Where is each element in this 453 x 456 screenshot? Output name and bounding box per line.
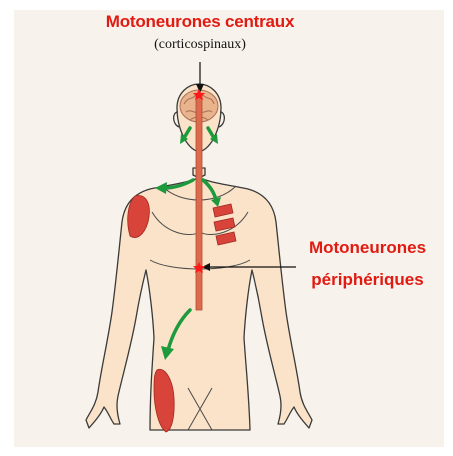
peripheral-motoneurons-label-line1: Motoneurones — [285, 238, 450, 258]
peripheral-motoneurons-label-line2: périphériques — [285, 270, 450, 290]
central-motoneurons-label: Motoneurones centraux — [80, 12, 320, 32]
corticospinal-tract — [196, 96, 202, 310]
corticospinal-sublabel: (corticospinaux) — [110, 37, 290, 53]
